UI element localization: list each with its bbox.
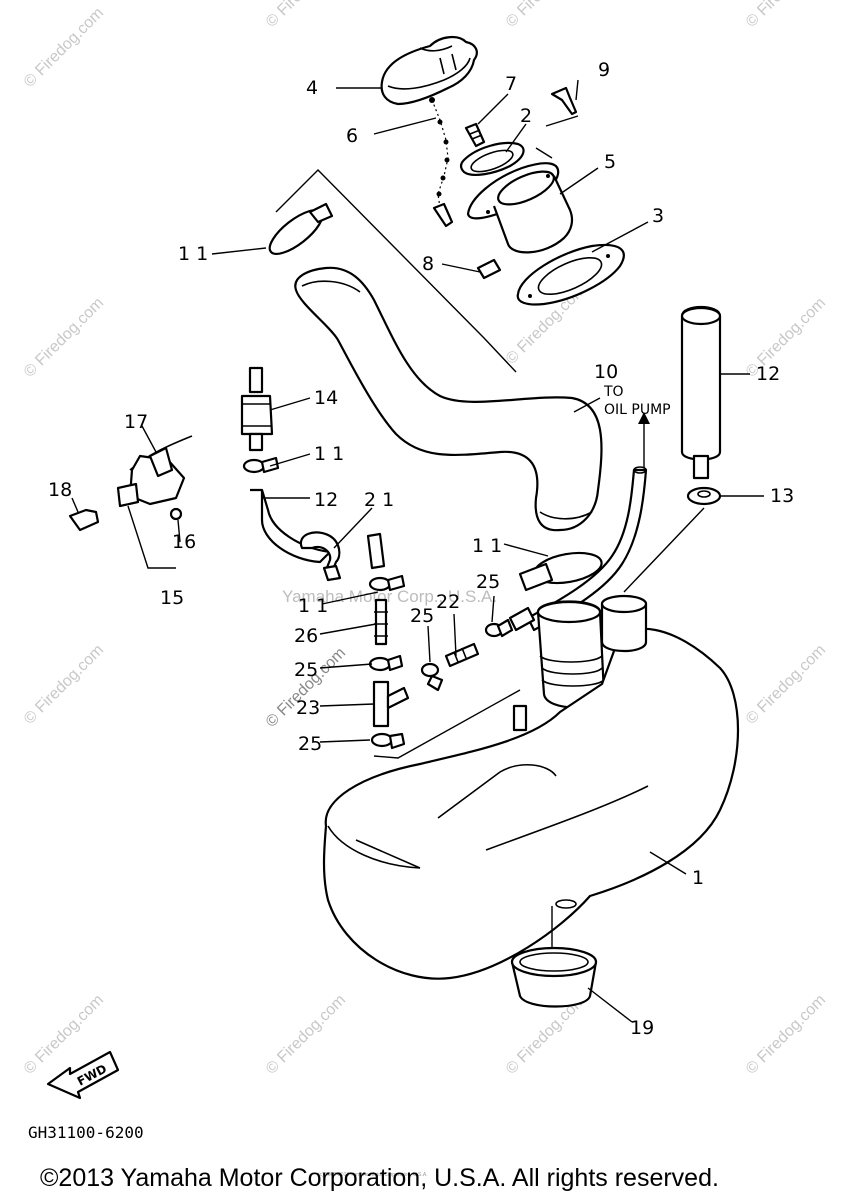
gasket-3 [516, 243, 625, 306]
nipple-23 [444, 642, 480, 668]
gasket-2 [459, 141, 525, 176]
hose-clamp-25-c [484, 618, 514, 638]
hose-clamp-12-bottom [368, 574, 406, 592]
diagram-code: GH31100-6200 [28, 1123, 144, 1142]
bracket-assembly [68, 435, 193, 532]
callout-2: 2 [520, 105, 532, 127]
watermark: © Firedog.com [263, 0, 349, 31]
grommet-15 [686, 486, 722, 506]
fuel-hose-13 [250, 488, 332, 564]
fuel-filter [240, 366, 274, 452]
watermark: © Firedog.com [743, 641, 829, 727]
callout-19: 17 [124, 411, 148, 433]
watermark: © Firedog.com [743, 0, 829, 31]
oil-tank [322, 627, 739, 980]
callout-18: 16 [172, 531, 196, 553]
fwd-arrow-icon: FWD [46, 1050, 120, 1100]
joint-26 [374, 598, 388, 646]
callout-6: 6 [346, 125, 358, 147]
callout-25-bottom: 25 [298, 733, 322, 755]
leader [373, 689, 521, 759]
tank-filler-neck [536, 600, 606, 709]
callout-3: 3 [652, 205, 664, 227]
callout-25-right: 25 [476, 571, 500, 593]
callout-5: 5 [604, 151, 616, 173]
watermark: © Firedog.com [21, 4, 107, 90]
callout-13: 12 [314, 489, 338, 511]
callout-4: 4 [306, 77, 318, 99]
drain-cup-21 [510, 899, 598, 1008]
oil-pump-label: OIL PUMP [604, 402, 671, 418]
leader [623, 507, 705, 593]
watermark: © Firedog.com [743, 991, 829, 1077]
hose-clamp-25-a [368, 654, 404, 672]
to-label: TO [603, 384, 624, 400]
oil-level-pipe [680, 305, 722, 480]
callout-17: 15 [160, 587, 184, 609]
callout-26: 26 [294, 625, 318, 647]
callout-15: 13 [770, 485, 794, 507]
screw-9 [550, 86, 578, 116]
callout-1: 1 [692, 867, 704, 889]
callout-7: 7 [505, 73, 517, 95]
leader [127, 505, 176, 569]
callout-22: 2 1 [364, 489, 394, 511]
filler-hose [294, 266, 603, 532]
watermark: © Firedog.com [21, 641, 107, 727]
watermark-layer: © Firedog.com © Firedog.com © Firedog.co… [21, 0, 829, 1178]
callout-25-left: 25 [294, 659, 318, 681]
screw-8 [476, 258, 502, 280]
filler-neck [466, 162, 574, 254]
hose-clamp-11-top [268, 202, 334, 255]
hose-clamp-25-b [420, 662, 444, 692]
callout-12-top: 1 1 [314, 443, 344, 465]
hose-clamp-11-bottom [518, 551, 603, 592]
leader-lines [71, 79, 764, 1023]
callout-11-bottom: 1 1 [472, 535, 502, 557]
screw-7 [464, 122, 486, 148]
hose-clamp-25-d [370, 732, 406, 750]
clip-22 [299, 531, 386, 582]
callout-14: 12 [756, 363, 780, 385]
callout-9: 9 [598, 59, 610, 81]
callout-11-top: 1 1 [178, 243, 208, 265]
callout-12-bottom: 1 1 [298, 595, 328, 617]
callout-8: 8 [422, 253, 434, 275]
filler-cap [380, 36, 478, 106]
callout-16: 14 [314, 387, 338, 409]
watermark-tiny: (c) 2009-2013 Yamaha Motor Corporation, … [318, 1172, 428, 1178]
watermark: © Firedog.com [263, 991, 349, 1077]
callout-25-mid: 25 [410, 605, 434, 627]
callout-10: 10 [594, 361, 618, 383]
fitting-small [508, 606, 536, 732]
callout-23: 22 [436, 591, 460, 613]
hose-clamp-12-top [242, 456, 280, 474]
watermark: © Firedog.com [21, 294, 107, 380]
callout-labels: 4 6 7 2 9 5 3 8 1 1 10 TO OIL PUMP 12 13… [48, 59, 794, 1039]
copyright-footer: ©2013 Yamaha Motor Corporation, U.S.A. A… [40, 1164, 719, 1192]
retainer-chain [429, 97, 454, 228]
callout-24: 23 [296, 697, 320, 719]
watermark: © Firedog.com [503, 0, 589, 31]
t-joint-24 [372, 680, 410, 728]
tank-port [600, 594, 648, 652]
assembly-bracket-lines [275, 115, 579, 373]
callout-20: 18 [48, 479, 72, 501]
callout-21: 19 [630, 1017, 654, 1039]
